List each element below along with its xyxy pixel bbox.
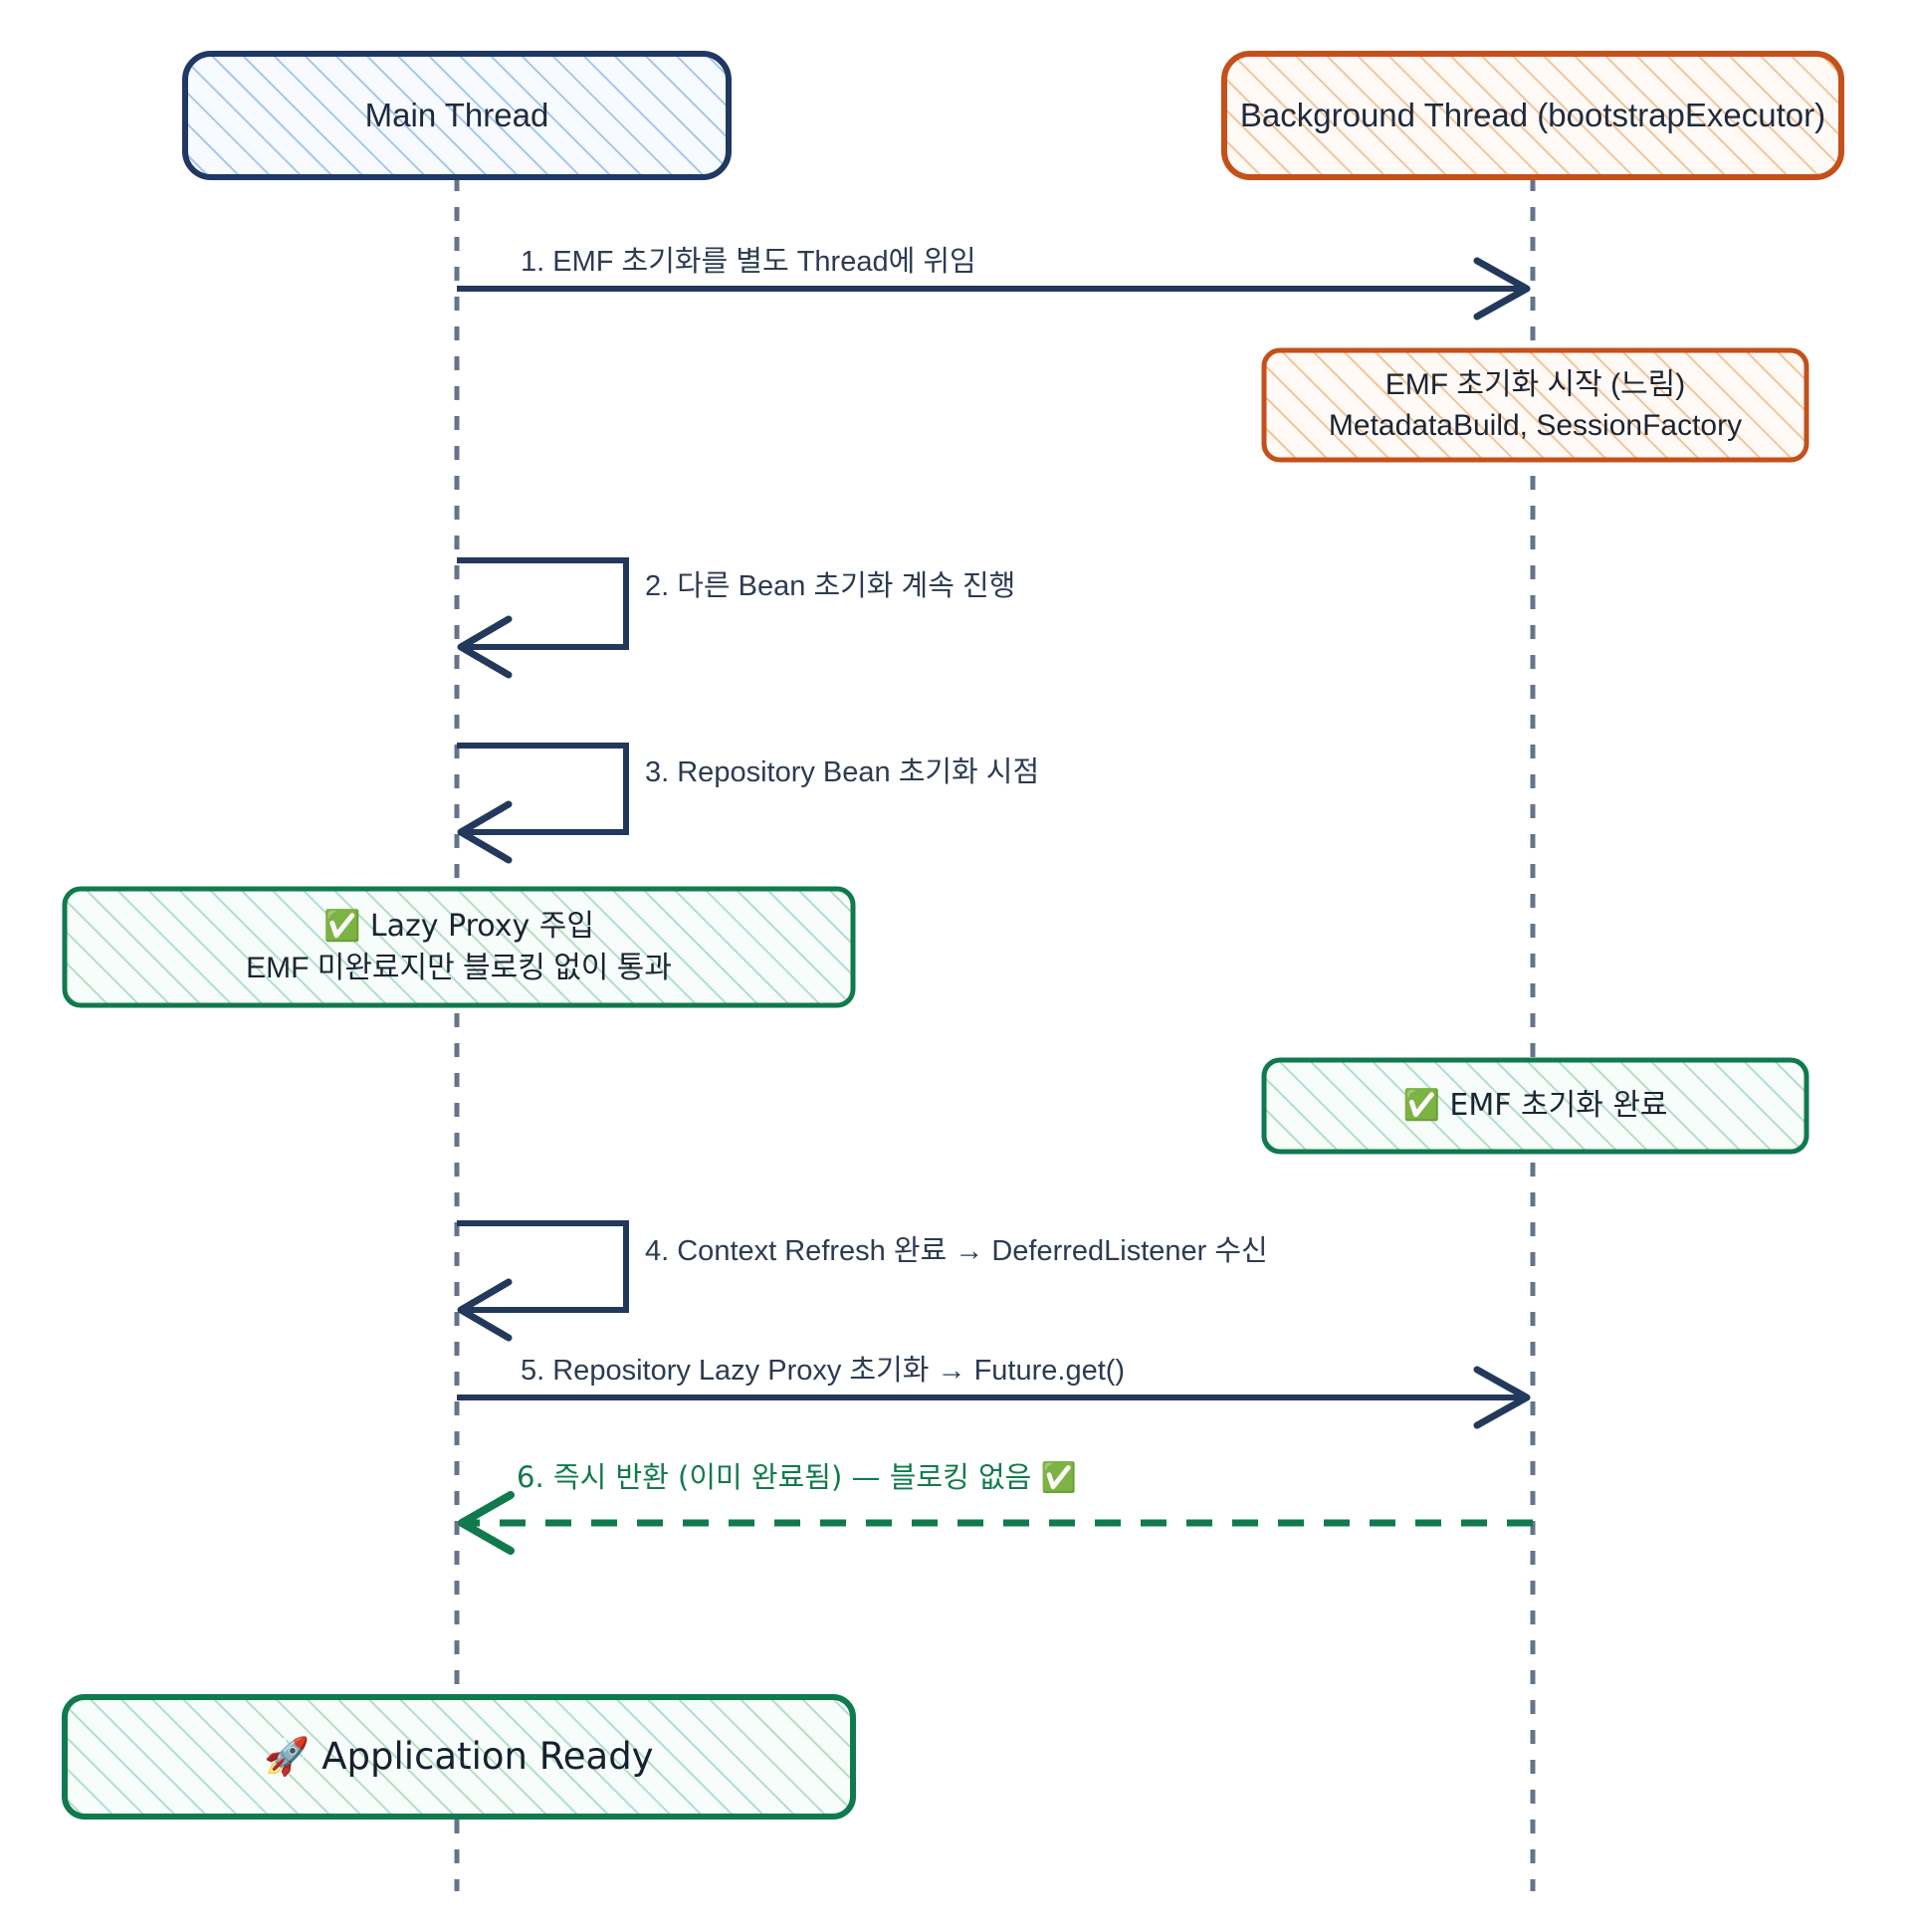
message-arrow-1 [457, 257, 1531, 321]
message-label-5: 5. Repository Lazy Proxy 초기화 → Future.ge… [521, 1355, 1126, 1387]
message-arrow-4 [457, 1220, 629, 1342]
message-label-4: 4. Context Refresh 완료 → DeferredListener… [645, 1235, 1268, 1267]
participant-box-background [1221, 51, 1844, 180]
message-arrow-6 [458, 1491, 1533, 1555]
message-label-1: 1. EMF 초기화를 별도 Thread에 위임 [521, 246, 976, 278]
message-label-2: 2. 다른 Bean 초기화 계속 진행 [645, 570, 1016, 602]
message-label-3: 3. Repository Bean 초기화 시점 [645, 756, 1040, 788]
note-box-emf-start [1261, 347, 1809, 463]
message-label-6: 6. 즉시 반환 (이미 완료됨) — 블로킹 없음 ✅ [517, 1460, 1077, 1494]
message-arrow-5 [457, 1366, 1531, 1429]
message-arrow-2 [457, 557, 629, 679]
message-arrow-3 [457, 743, 629, 864]
note-box-emf-done [1261, 1057, 1809, 1155]
note-box-lazy-proxy [62, 886, 856, 1008]
end-box-application-ready [62, 1694, 856, 1820]
participant-box-main [182, 51, 732, 180]
